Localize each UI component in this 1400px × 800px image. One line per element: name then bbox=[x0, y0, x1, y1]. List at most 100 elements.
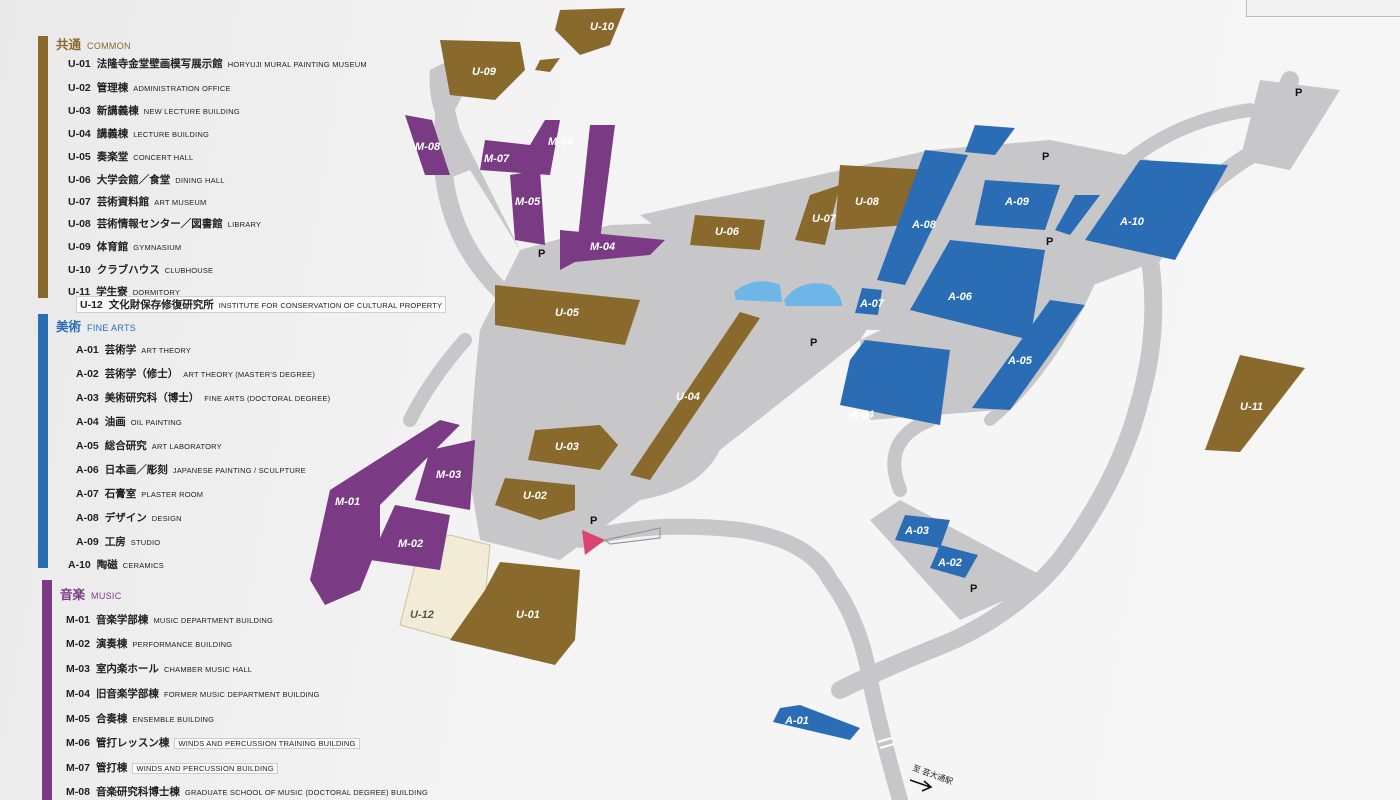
building-A-07 bbox=[855, 288, 882, 315]
building-U-03 bbox=[528, 425, 618, 470]
building-U-05 bbox=[495, 285, 640, 345]
label-A-02: A-02 bbox=[937, 557, 962, 569]
building-A-01 bbox=[773, 705, 860, 740]
legend-bar-music bbox=[42, 580, 52, 800]
label-A-04: A-04 bbox=[849, 409, 874, 421]
building-M-06 bbox=[578, 125, 615, 240]
parking-lot-right-top bbox=[1240, 80, 1340, 170]
label-U-05: U-05 bbox=[555, 307, 580, 319]
label-U-06: U-06 bbox=[715, 226, 740, 238]
building-A-09 bbox=[975, 180, 1060, 230]
legend-heading-common-en: COMMON bbox=[87, 41, 131, 51]
legend-bar-fine-arts bbox=[38, 314, 48, 568]
building-A-02 bbox=[930, 545, 978, 578]
building-U-06 bbox=[690, 215, 765, 250]
label-U-11: U-11 bbox=[1240, 401, 1263, 413]
label-U-01: U-01 bbox=[516, 609, 540, 621]
arrow-right-icon bbox=[909, 779, 933, 792]
legend-heading-fine-arts-en: FINE ARTS bbox=[87, 323, 137, 333]
parking-7: P bbox=[970, 583, 977, 595]
building-M-03 bbox=[415, 440, 475, 510]
label-A-01: A-01 bbox=[784, 715, 809, 727]
legend-heading-music: 音楽 MUSIC bbox=[60, 584, 122, 603]
building-A-05 bbox=[972, 300, 1085, 410]
label-U-09: U-09 bbox=[472, 66, 497, 78]
label-U-12: U-12 bbox=[410, 609, 434, 621]
building-U-01 bbox=[450, 562, 580, 665]
label-A-07: A-07 bbox=[859, 298, 885, 310]
legend-heading-fine-arts-jp: 美術 bbox=[56, 320, 82, 334]
parking-4: P bbox=[1046, 236, 1053, 248]
building-A-08 bbox=[877, 150, 968, 285]
common-buildings bbox=[440, 8, 1305, 665]
building-U-04 bbox=[630, 312, 760, 480]
label-A-08: A-08 bbox=[911, 219, 937, 231]
parking-6: P bbox=[590, 515, 597, 527]
label-M-05: M-05 bbox=[515, 196, 541, 208]
parking-markers: P P P P P P P bbox=[538, 87, 1302, 595]
label-U-07: U-07 bbox=[812, 213, 837, 225]
legend-heading-music-en: MUSIC bbox=[91, 591, 122, 601]
road-lines bbox=[403, 71, 1299, 800]
parking-3: P bbox=[1042, 151, 1049, 163]
label-M-08: M-08 bbox=[415, 141, 441, 153]
building-labels: U-01 U-02 U-03 U-04 U-05 U-06 U-07 U-08 … bbox=[335, 21, 1263, 727]
label-U-02: U-02 bbox=[523, 490, 547, 502]
parking-2: P bbox=[810, 337, 817, 349]
legend-heading-music-jp: 音楽 bbox=[60, 588, 86, 602]
music-buildings bbox=[310, 115, 665, 605]
label-M-04: M-04 bbox=[590, 241, 615, 253]
label-A-03: A-03 bbox=[904, 525, 929, 537]
legend-bar-common bbox=[38, 36, 48, 298]
building-A-04 bbox=[840, 340, 950, 425]
building-A-10 bbox=[1085, 160, 1228, 260]
legend-heading-fine-arts: 美術 FINE ARTS bbox=[56, 316, 136, 335]
label-A-09: A-09 bbox=[1004, 196, 1030, 208]
building-M-01 bbox=[310, 420, 460, 605]
current-location-icon bbox=[582, 527, 661, 555]
label-A-10: A-10 bbox=[1119, 216, 1145, 228]
top-frame bbox=[1246, 0, 1400, 17]
fine-arts-buildings bbox=[773, 125, 1228, 740]
ponds bbox=[734, 281, 842, 306]
label-A-05: A-05 bbox=[1007, 355, 1033, 367]
building-M-08 bbox=[405, 115, 450, 175]
building-A-03 bbox=[895, 515, 950, 548]
building-A-06 bbox=[910, 240, 1045, 340]
building-U-02 bbox=[495, 478, 575, 520]
label-M-01: M-01 bbox=[335, 496, 360, 508]
label-U-08: U-08 bbox=[855, 196, 880, 208]
legend-heading-common-jp: 共通 bbox=[56, 38, 82, 52]
